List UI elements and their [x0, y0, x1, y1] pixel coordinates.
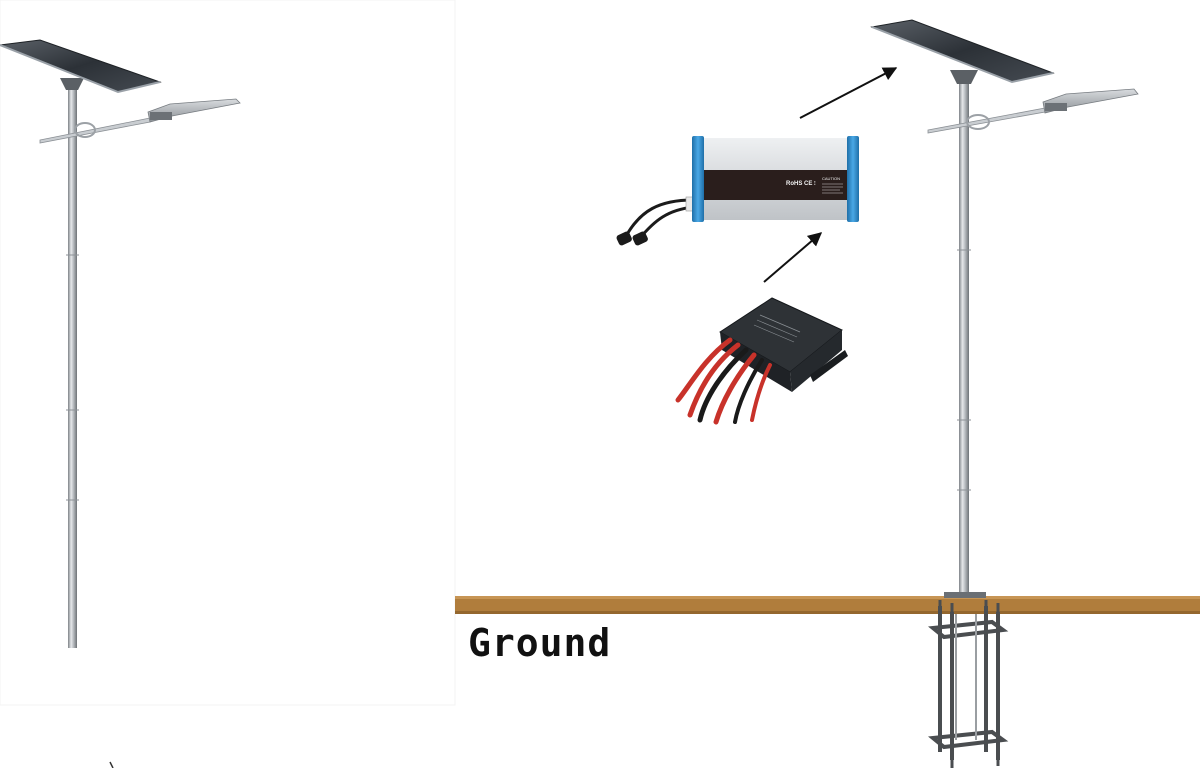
- arrow-controller-to-battery: [763, 232, 823, 283]
- right-solar-street-light: [870, 19, 1139, 768]
- solar-charge-controller-icon: [675, 297, 848, 425]
- lithium-battery-icon: RoHS CE ⫶ CAUTION: [616, 136, 859, 246]
- anchor-cage-icon: [928, 600, 1009, 768]
- left-solar-street-light: [0, 39, 241, 648]
- battery-caution-title: CAUTION: [822, 176, 840, 181]
- battery-marking: RoHS CE ⫶: [786, 180, 816, 187]
- ground-label: Ground: [468, 621, 612, 665]
- arrow-battery-to-panel: [799, 67, 898, 119]
- right-pole: [959, 82, 969, 597]
- ground-strip: [455, 596, 1200, 614]
- left-pole: [68, 88, 77, 648]
